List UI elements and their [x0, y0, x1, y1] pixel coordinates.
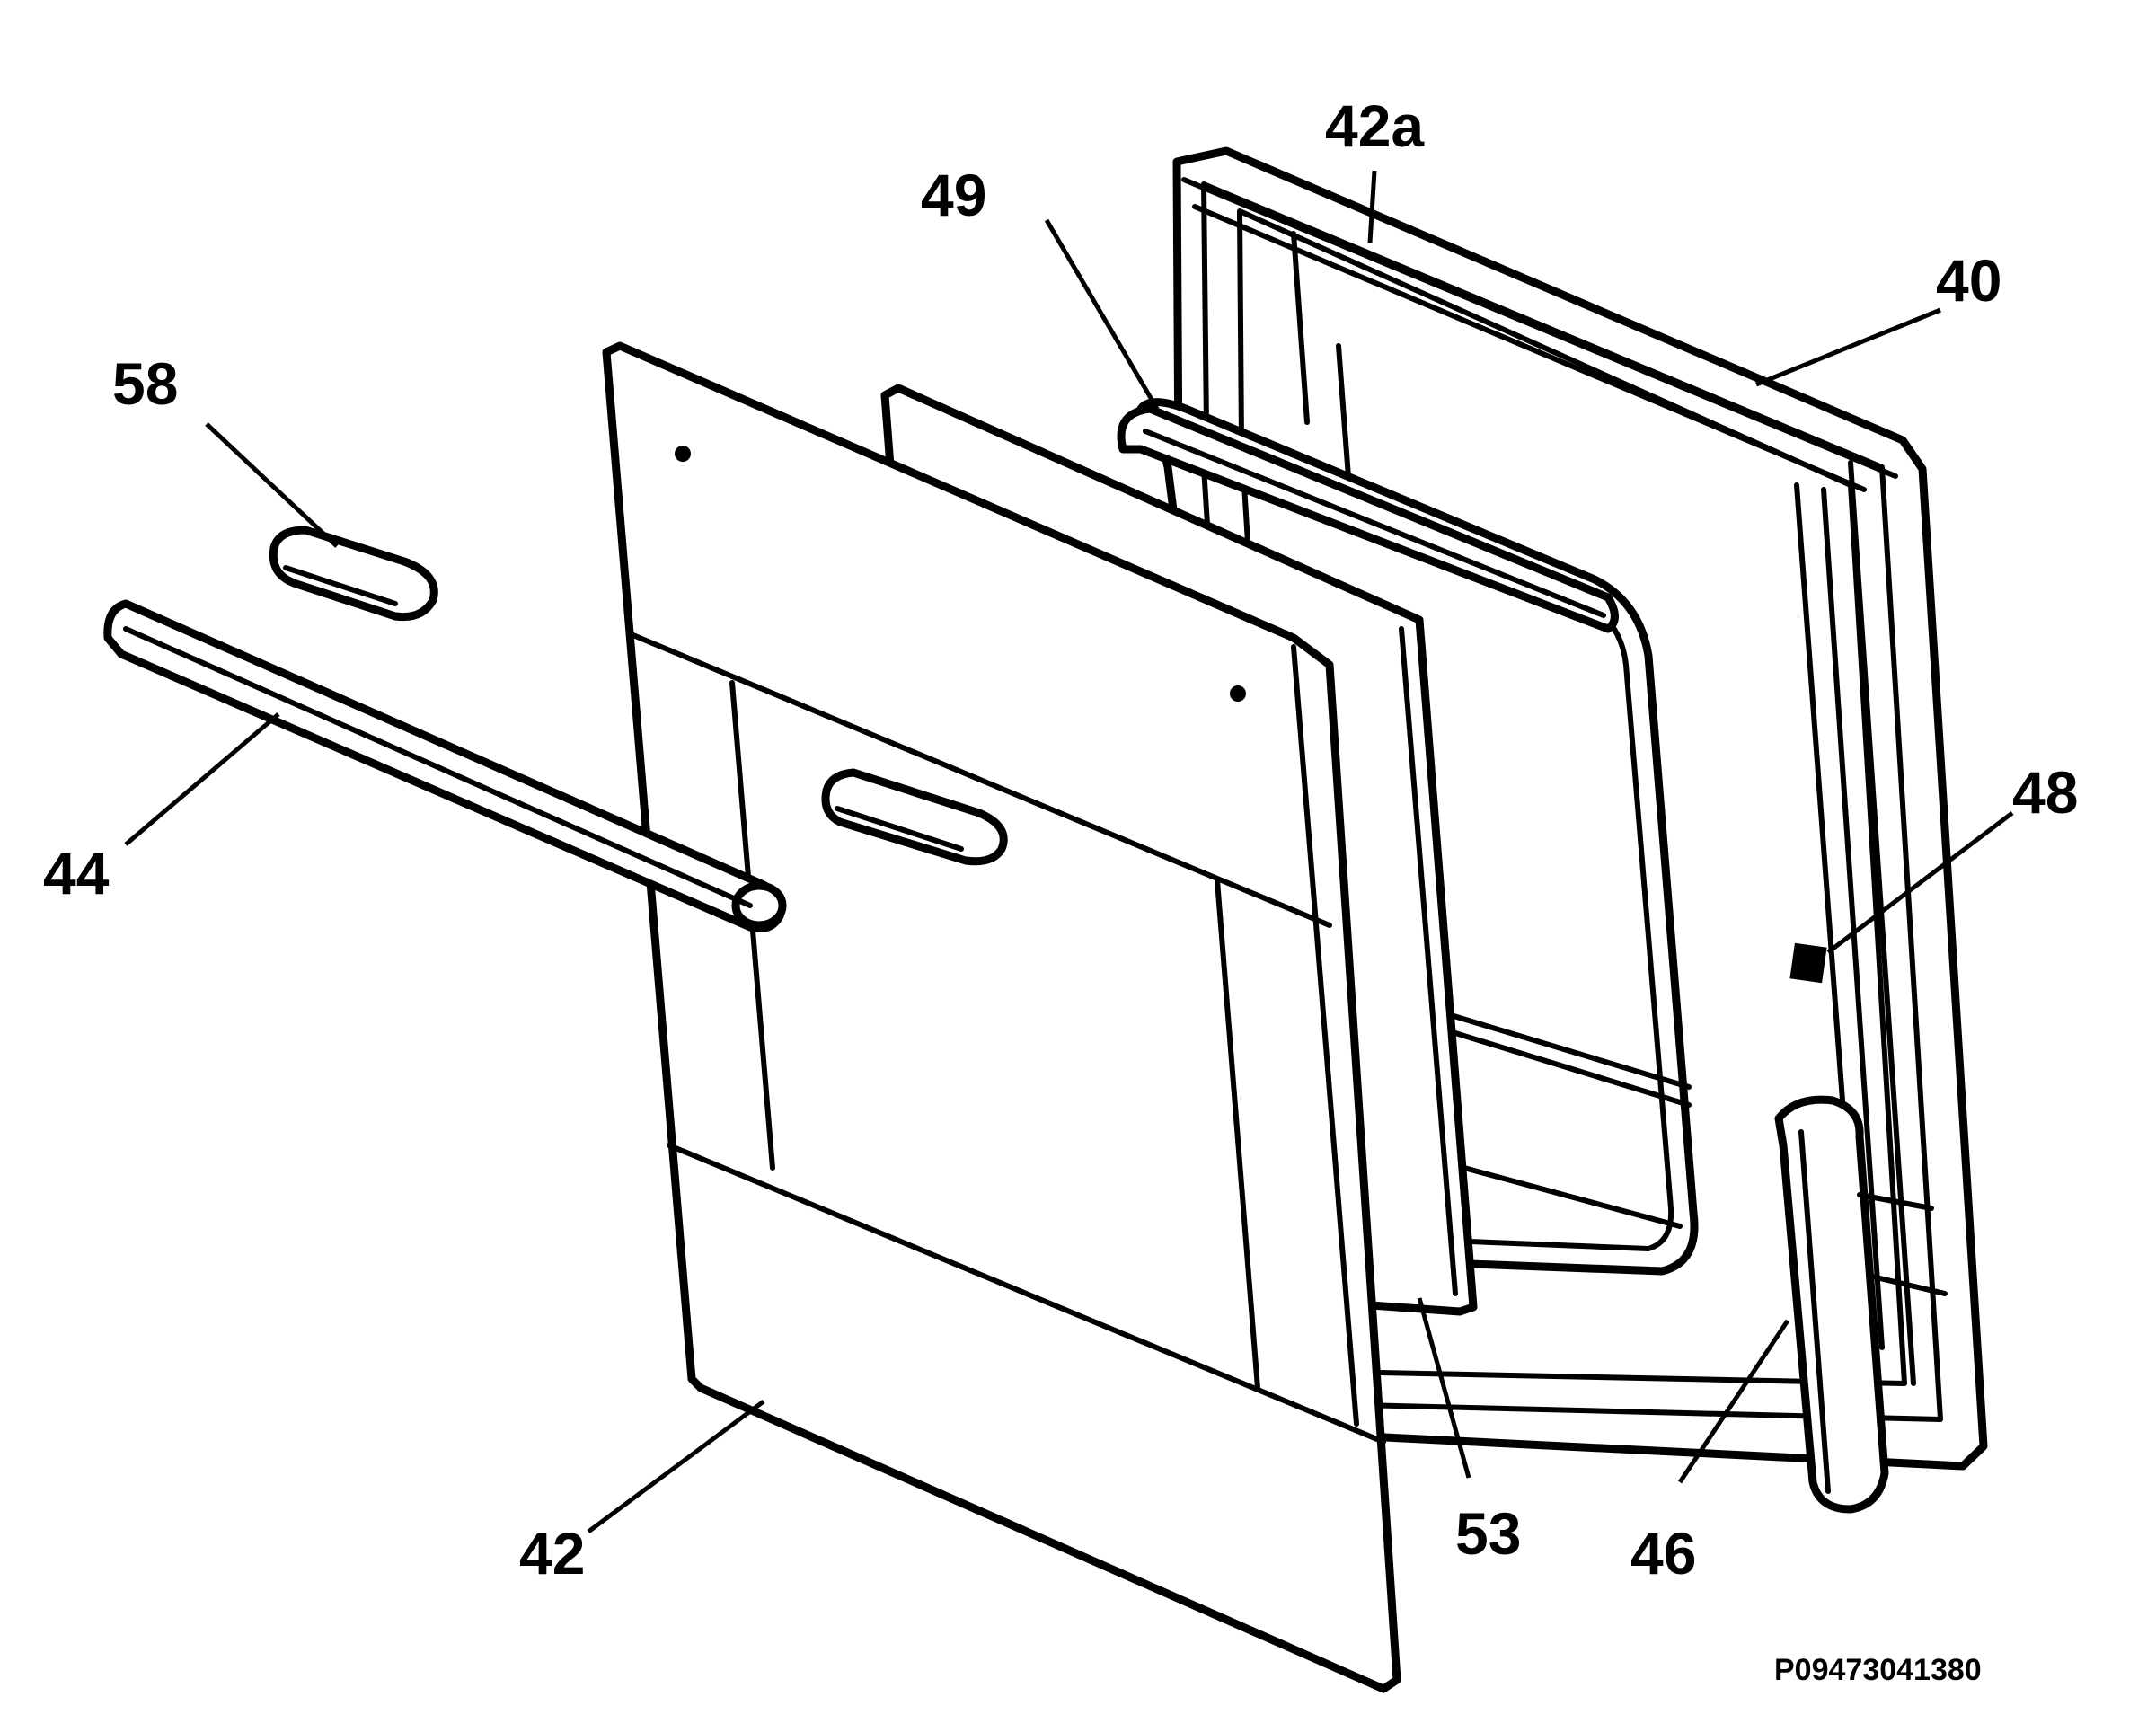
- callout-44: 44: [43, 840, 110, 906]
- callout-46: 46: [1630, 1520, 1696, 1586]
- callout-53: 53: [1455, 1500, 1521, 1567]
- part-44-handle-bar: [103, 599, 787, 932]
- callout-40: 40: [1936, 247, 2001, 314]
- leader-49: [1044, 218, 1160, 411]
- leader-42a: [1367, 170, 1377, 243]
- part-42-outer-panel: [602, 341, 1401, 1693]
- callout-42: 42: [519, 1520, 585, 1586]
- leader-48: [1826, 811, 2014, 954]
- part-58-cap-on-panel: [821, 768, 1008, 866]
- callout-49: 49: [921, 162, 986, 228]
- drawing-code: P09473041380: [1774, 1653, 1982, 1687]
- leader-46: [1677, 1319, 1790, 1484]
- part-48-clip: [1789, 942, 1827, 984]
- leader-lines: [124, 170, 2014, 1534]
- leader-42: [587, 1399, 765, 1534]
- part-58-end-cap: [269, 526, 438, 622]
- part-46-hinge: [1774, 1095, 1948, 1514]
- leader-40: [1755, 307, 1941, 387]
- callout-42a: 42a: [1325, 93, 1425, 159]
- leader-44: [124, 712, 280, 846]
- leader-53: [1417, 1297, 1471, 1479]
- callout-58: 58: [112, 350, 178, 417]
- part-49-top-strip: [1117, 404, 1619, 633]
- callout-48: 48: [2012, 759, 2078, 826]
- leader-58: [205, 422, 339, 548]
